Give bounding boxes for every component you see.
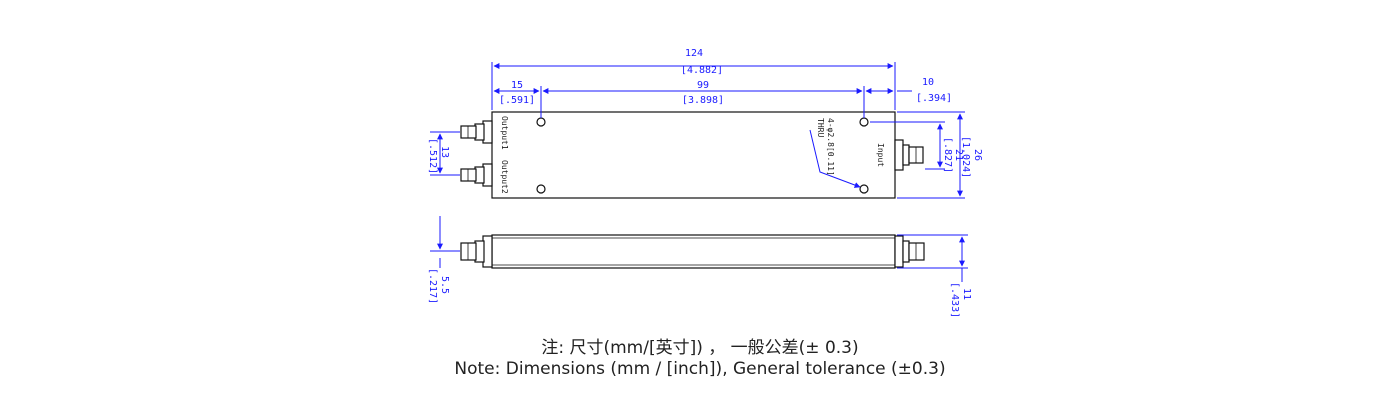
output1-connector [460,120,493,144]
side-view-body [491,234,896,269]
hole-spacing-inch: [3.898] [682,95,724,106]
output-pitch-inch: [.512] [427,138,438,174]
mount-hole [536,117,546,127]
connector-height-inch: [.217] [427,268,438,304]
output-pitch-mm: 13 [439,146,450,158]
mount-hole [536,184,546,194]
input-connector [894,139,924,171]
top-view: Output1 Output2 Input 4-φ2.8[0.11] THRU … [427,48,983,199]
hole-callout-size: 4-φ2.8[0.11] [826,118,835,176]
output2-connector [460,163,493,187]
input-offset-inch: [.827] [942,137,953,173]
top-view-body [491,111,896,199]
mount-hole [859,184,869,194]
hole-leader-line [809,129,861,188]
overall-length-mm: 124 [685,48,703,59]
output2-label: Output2 [500,160,509,194]
thickness-mm: 11 [961,288,972,300]
overall-length-inch: [4.882] [681,65,723,76]
body-height-inch: [1.024] [960,136,971,178]
left-offset-mm: 15 [511,80,523,91]
connector-height-mm: 5.5 [439,276,450,294]
side-view: 5.5 [.217] 11 [.433] [427,216,972,318]
right-offset-inch: [.394] [916,93,952,104]
hole-callout-thru: THRU [816,118,825,137]
left-offset-inch: [.591] [499,95,535,106]
note-chinese: 注: 尺寸(mm/[英寸]) ， 一般公差(± 0.3) [541,338,859,358]
input-offset-mm: 21 [953,149,964,161]
side-left-connector [460,235,493,268]
thickness-inch: [.433] [949,282,960,318]
side-right-connector [894,235,925,268]
note-english: Note: Dimensions (mm / [inch]), General … [454,359,946,379]
input-label: Input [876,143,885,167]
body-height-mm: 26 [972,149,983,161]
right-offset-mm: 10 [922,77,934,88]
hole-spacing-mm: 99 [697,80,709,91]
output1-label: Output1 [500,116,509,150]
mount-hole [859,117,869,127]
